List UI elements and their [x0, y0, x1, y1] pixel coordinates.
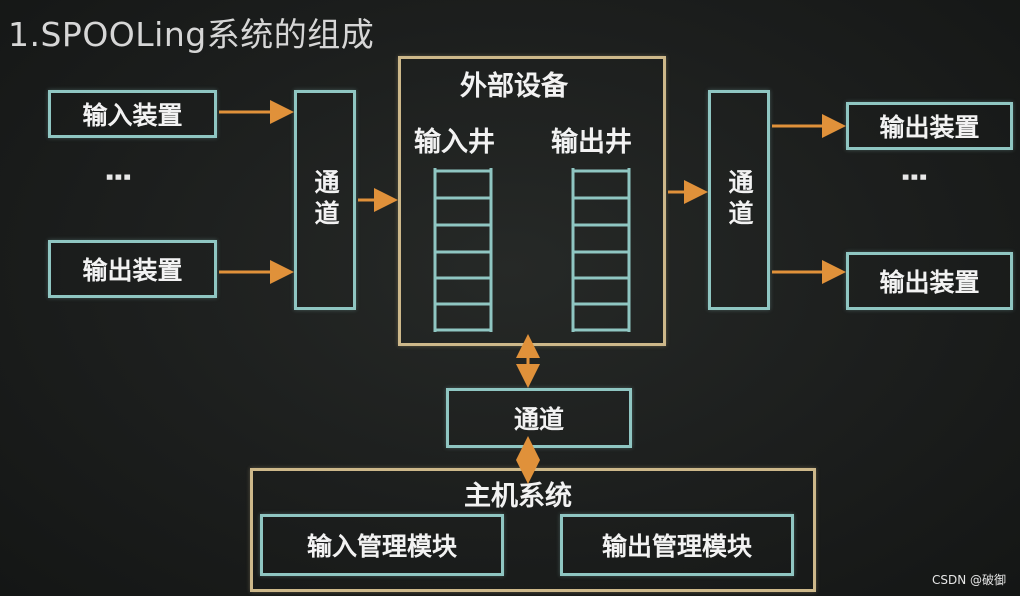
- output-well-ladder: [571, 168, 631, 332]
- input-well-ladder: [433, 168, 493, 332]
- output-device-top-label: 输出装置: [879, 113, 980, 142]
- output-device-box-bottom: 输出装置: [846, 252, 1013, 310]
- output-device-left-label: 输出装置: [82, 256, 183, 285]
- input-device-label: 输入装置: [82, 101, 183, 130]
- bottom-channel-label: 通道: [513, 405, 564, 434]
- left-ellipsis: ⋮: [100, 162, 135, 188]
- output-device-box-left: 输出装置: [48, 240, 217, 298]
- input-management-label: 输入管理模块: [306, 532, 457, 561]
- right-channel-box: 通道: [708, 90, 770, 310]
- input-management-module: 输入管理模块: [260, 514, 504, 576]
- left-channel-label: 通道: [311, 169, 340, 231]
- output-management-label: 输出管理模块: [601, 532, 752, 561]
- output-management-module: 输出管理模块: [560, 514, 794, 576]
- left-channel-box: 通道: [294, 90, 356, 310]
- host-system-title: 主机系统: [464, 481, 572, 512]
- input-well-label: 输入井: [414, 127, 495, 158]
- right-ellipsis: ⋮: [896, 162, 931, 188]
- page-title: 1.SPOOLing系统的组成: [8, 15, 375, 54]
- external-device-title: 外部设备: [460, 71, 568, 102]
- output-device-bottom-label: 输出装置: [879, 268, 980, 297]
- watermark: CSDN @破御: [931, 573, 1006, 587]
- right-channel-label: 通道: [725, 169, 754, 231]
- output-well-label: 输出井: [551, 127, 632, 158]
- output-device-box-top: 输出装置: [846, 102, 1013, 150]
- input-device-box: 输入装置: [48, 90, 217, 138]
